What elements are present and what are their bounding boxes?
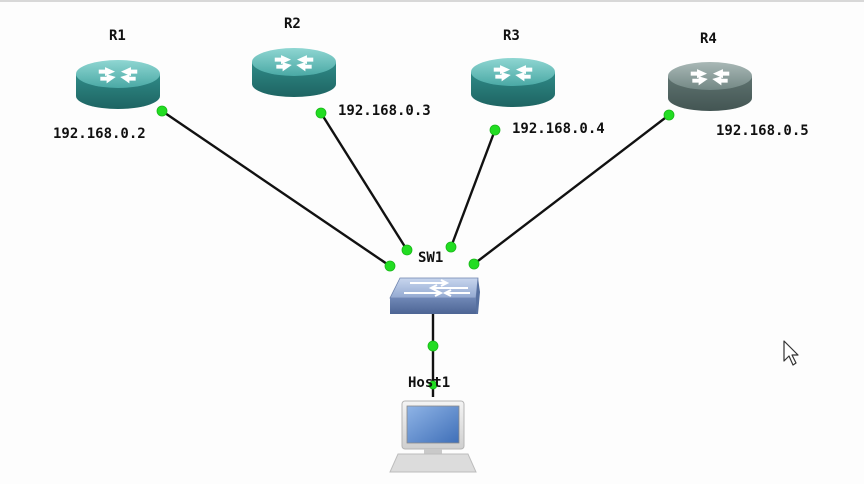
ip-label-r4: 192.168.0.5 [716, 123, 809, 139]
ip-label-r3: 192.168.0.4 [512, 121, 605, 137]
switch-icon [404, 279, 470, 297]
host-label: Host1 [408, 375, 450, 391]
port-r3[interactable] [489, 124, 501, 136]
router-label-r2: R2 [284, 16, 301, 32]
link-r4-sw1[interactable] [473, 114, 670, 265]
port-sw1-host1[interactable] [427, 340, 439, 352]
port-r2[interactable] [315, 107, 327, 119]
port-sw1-r3[interactable] [445, 241, 457, 253]
link-r3-sw1[interactable] [449, 129, 497, 248]
labels: R1 R2 R3 R4 192.168.0.2 192.168.0.3 192.… [53, 16, 809, 391]
router-label-r3: R3 [503, 28, 520, 44]
router-label-r4: R4 [700, 31, 717, 47]
router-r1[interactable] [76, 60, 160, 109]
switch-label: SW1 [418, 250, 443, 266]
ip-label-r2: 192.168.0.3 [338, 103, 431, 119]
mouse-cursor-icon [783, 340, 799, 366]
ip-label-r1: 192.168.0.2 [53, 126, 146, 142]
port-r4[interactable] [663, 109, 675, 121]
host-host1[interactable] [389, 400, 477, 473]
router-label-r1: R1 [109, 28, 126, 44]
port-host1[interactable] [428, 380, 438, 390]
port-sw1-r2[interactable] [401, 244, 413, 256]
links [161, 110, 670, 397]
router-r4[interactable] [668, 62, 752, 111]
ports [156, 105, 675, 390]
port-sw1-r4[interactable] [468, 258, 480, 270]
port-r1[interactable] [156, 105, 168, 117]
router-r2[interactable] [252, 48, 336, 97]
link-r2-sw1[interactable] [319, 112, 409, 251]
switch-sw1[interactable] [389, 277, 480, 314]
port-sw1-r1[interactable] [384, 260, 396, 272]
router-r3[interactable] [471, 58, 555, 107]
link-r1-sw1[interactable] [161, 110, 391, 267]
host-pc-icon [406, 405, 460, 444]
